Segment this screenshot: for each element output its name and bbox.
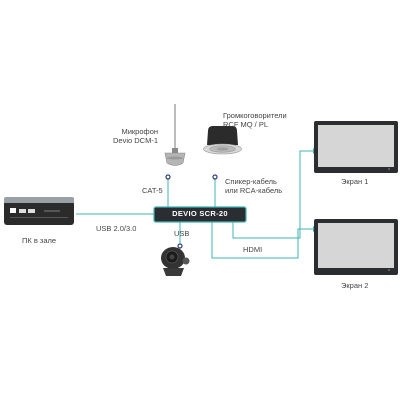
usb-link-label: USB 2.0/3.0 (96, 224, 137, 233)
device-label: DEVIO SCR-20 (172, 209, 228, 218)
speaker-icon (203, 126, 242, 155)
usb-label: USB (174, 229, 190, 238)
mic-connector (165, 174, 171, 180)
speaker-connector (212, 174, 218, 180)
pc-icon (4, 197, 74, 225)
microphone-label-line1: Микрофон (121, 127, 159, 136)
connector-dots (165, 174, 218, 249)
speaker-cable-label: Спикер-кабель или RCA-кабель (225, 177, 282, 195)
connection-lines (76, 150, 313, 259)
pc-label: ПК в зале (22, 236, 57, 245)
microphone-icon (164, 104, 186, 166)
screen-icon (314, 219, 398, 275)
devio-device (153, 206, 247, 223)
screen1-label: Экран 1 (341, 177, 369, 186)
speaker-cable-label-line1: Спикер-кабель (225, 177, 277, 186)
cat5-label: CAT-5 (142, 186, 163, 195)
hdmi-line-screen2 (211, 222, 313, 259)
screen-icon (314, 121, 398, 173)
speakers-label-line1: Громкоговорители (223, 111, 287, 120)
hdmi-label: HDMI (243, 245, 263, 254)
speaker-cable-label-line2: или RCA-кабель (225, 186, 283, 195)
speakers-label: Громкоговорители RCF MQ / PL (223, 111, 287, 129)
speakers-label-line2: RCF MQ / PL (223, 120, 269, 129)
camera-connector (177, 243, 183, 249)
screen2-label: Экран 2 (341, 281, 369, 290)
microphone-label-line2: Devio DCM-1 (113, 136, 159, 145)
hdmi-line-screen1 (232, 150, 313, 239)
camera-icon (161, 247, 190, 276)
microphone-label: Микрофон Devio DCM-1 (113, 127, 158, 145)
